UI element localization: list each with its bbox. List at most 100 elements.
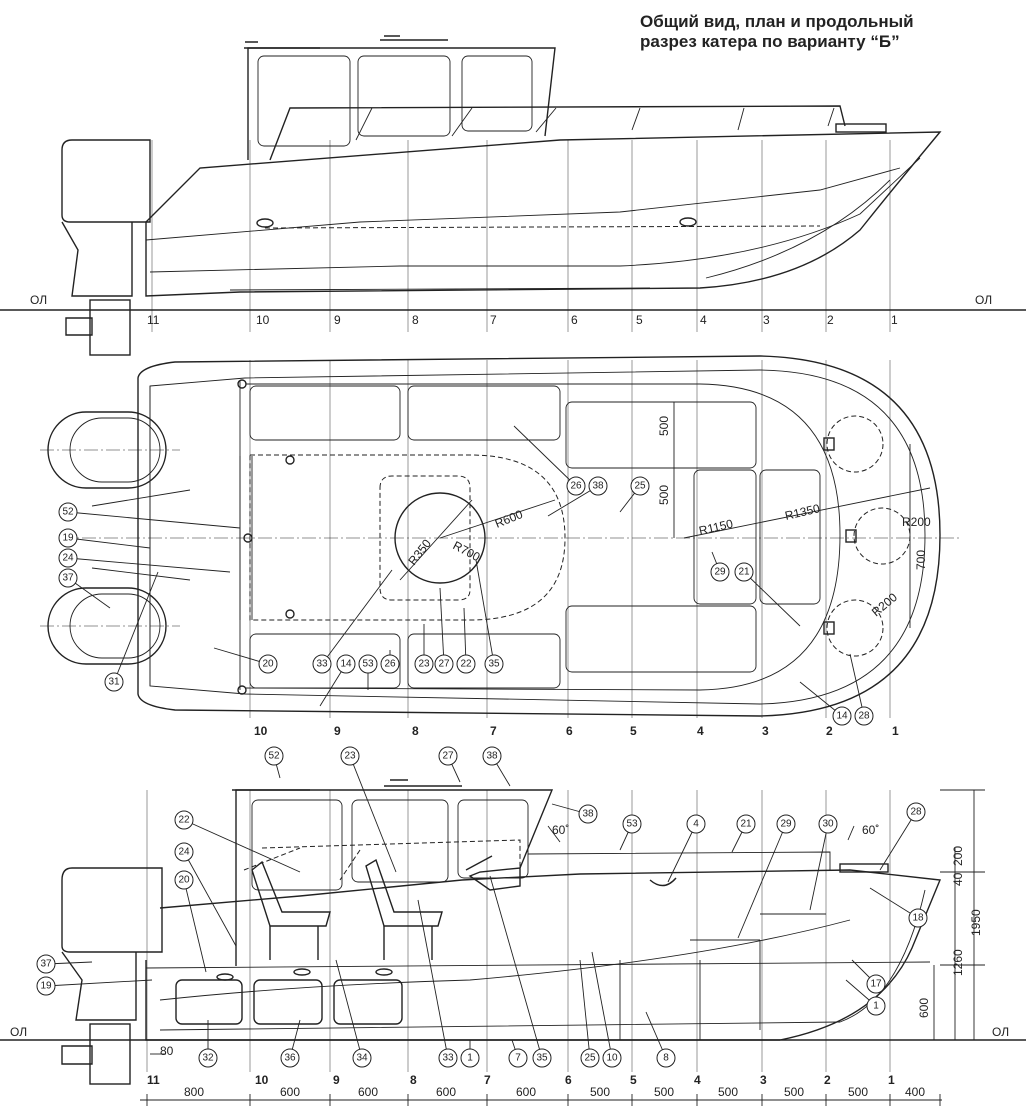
frame-num-plan: 10: [254, 724, 268, 738]
dim-r350: R350: [405, 536, 434, 567]
dim-h1260: 1260: [951, 949, 965, 976]
callout-label: 22: [460, 659, 472, 670]
callout-bubble: [854, 706, 874, 726]
callout-bubble: [438, 746, 458, 766]
spacing-ticks: [146, 1094, 941, 1106]
frame-num-plan: 9: [334, 724, 341, 738]
dim-r600: R600: [493, 507, 525, 531]
callout-bubble: [438, 1048, 458, 1068]
callout-label: 33: [442, 1053, 454, 1064]
callout-label: 21: [740, 819, 752, 830]
hull-side: [145, 131, 942, 297]
outboard-motors-plan: [40, 411, 180, 665]
hull-outline-plan: [137, 355, 941, 717]
waterline-label-bottom-left: ОЛ: [10, 1025, 27, 1039]
callout-label: 20: [262, 659, 274, 670]
waterline-label-top-right: ОЛ: [975, 293, 992, 307]
callout-bubble: [58, 548, 78, 568]
callout-label: 31: [108, 677, 120, 688]
callout-bubble: [566, 476, 586, 496]
callout-label: 1: [873, 1001, 879, 1012]
callout-bubble: [866, 996, 886, 1016]
frame-num-bottom: 3: [760, 1073, 767, 1087]
dim-500b: 500: [657, 485, 671, 505]
spacing-value: 500: [784, 1085, 804, 1099]
dim-h200: 200: [951, 846, 965, 866]
outboard-motor-top: [61, 139, 151, 223]
side-elevation-view: ОЛ ОЛ 11 10 9 8 7 6 5 4 3 2 1: [0, 35, 1026, 356]
callout-bubble: [630, 476, 650, 496]
title-line-2: разрез катера по варианту “Б”: [640, 32, 900, 51]
dim-h1950: 1950: [969, 909, 983, 936]
callout-bubble: [484, 654, 504, 674]
callout-bubble: [602, 1048, 622, 1068]
callout-label: 35: [488, 659, 500, 670]
spacing-value: 800: [184, 1085, 204, 1099]
callout-label: 23: [418, 659, 430, 670]
spacing-value: 600: [436, 1085, 456, 1099]
callout-label: 37: [62, 573, 74, 584]
callout-bubble: [174, 842, 194, 862]
frame-num-top: 11: [147, 313, 160, 327]
callout-label: 19: [40, 981, 52, 992]
seat-fwd: [365, 858, 443, 927]
callout-bubble: [482, 746, 502, 766]
callout-label: 8: [663, 1053, 669, 1064]
callout-bubble: [414, 654, 434, 674]
callout-label: 32: [202, 1053, 214, 1064]
frame-num-bottom: 5: [630, 1073, 637, 1087]
callout-bubble: [258, 654, 278, 674]
callout-label: 28: [910, 807, 922, 818]
callout-label: 53: [362, 659, 374, 670]
dim-500a: 500: [657, 416, 671, 436]
frame-num-bottom: 9: [333, 1073, 340, 1087]
frame-num-bottom: 2: [824, 1073, 831, 1087]
callout-label: 36: [284, 1053, 296, 1064]
callout-label: 1: [467, 1053, 473, 1064]
frame-num-plan: 8: [412, 724, 419, 738]
outboard-motor-section: [61, 867, 163, 953]
callout-bubble: [174, 810, 194, 830]
frame-num-plan: 4: [697, 724, 704, 738]
callout-bubble: [736, 814, 756, 834]
plan-view: 500 500 700 R1150 R1350 R200 R200 R600 R…: [40, 355, 960, 738]
callout-bubble: [580, 1048, 600, 1068]
plan-dimensions: 500 500 700 R1150 R1350 R200 R200 R600 R…: [405, 416, 931, 620]
callout-bubble: [734, 562, 754, 582]
frame-num-top: 1: [891, 313, 898, 327]
spacing-value: 600: [516, 1085, 536, 1099]
callout-label: 7: [515, 1053, 521, 1064]
spacing-values: 800 600 600 600 600 500 500 500 500 500 …: [184, 1085, 925, 1099]
callout-bubble: [588, 476, 608, 496]
callout-bubble: [280, 1048, 300, 1068]
callout-label: 38: [582, 809, 594, 820]
frame-num-plan: 6: [566, 724, 573, 738]
frame-num-bottom: 8: [410, 1073, 417, 1087]
callout-bubble: [460, 1048, 480, 1068]
callout-label: 17: [870, 979, 882, 990]
frame-num-bottom: 11: [147, 1073, 160, 1087]
frame-numbers-top: 11 10 9 8 7 6 5 4 3 2 1: [147, 313, 898, 327]
callout-bubble: [622, 814, 642, 834]
frame-num-plan: 5: [630, 724, 637, 738]
callout-bubble: [104, 672, 124, 692]
dim-r1150: R1150: [698, 516, 735, 537]
frame-num-top: 10: [256, 313, 270, 327]
spacing-value: 600: [280, 1085, 300, 1099]
callout-label: 30: [822, 819, 834, 830]
callout-bubble: [908, 908, 928, 928]
callout-label: 28: [858, 711, 870, 722]
callout-bubble: [340, 746, 360, 766]
frame-num-bottom: 10: [255, 1073, 269, 1087]
callout-label: 18: [912, 913, 924, 924]
frame-num-top: 8: [412, 313, 419, 327]
callout-label: 29: [714, 567, 726, 578]
waterline-label-top-left: ОЛ: [30, 293, 47, 307]
longitudinal-section: ОЛ ОЛ 1950 1260 600 200 40 80 60˚ 60˚ 52…: [0, 746, 1026, 1106]
frame-numbers-plan: 10 9 8 7 6 5 4 3 2 1: [254, 724, 899, 738]
frame-num-plan: 1: [892, 724, 899, 738]
callout-bubble: [264, 746, 284, 766]
callout-label: 22: [178, 815, 190, 826]
dim-r700: R700: [451, 538, 483, 564]
callout-label: 4: [693, 819, 699, 830]
